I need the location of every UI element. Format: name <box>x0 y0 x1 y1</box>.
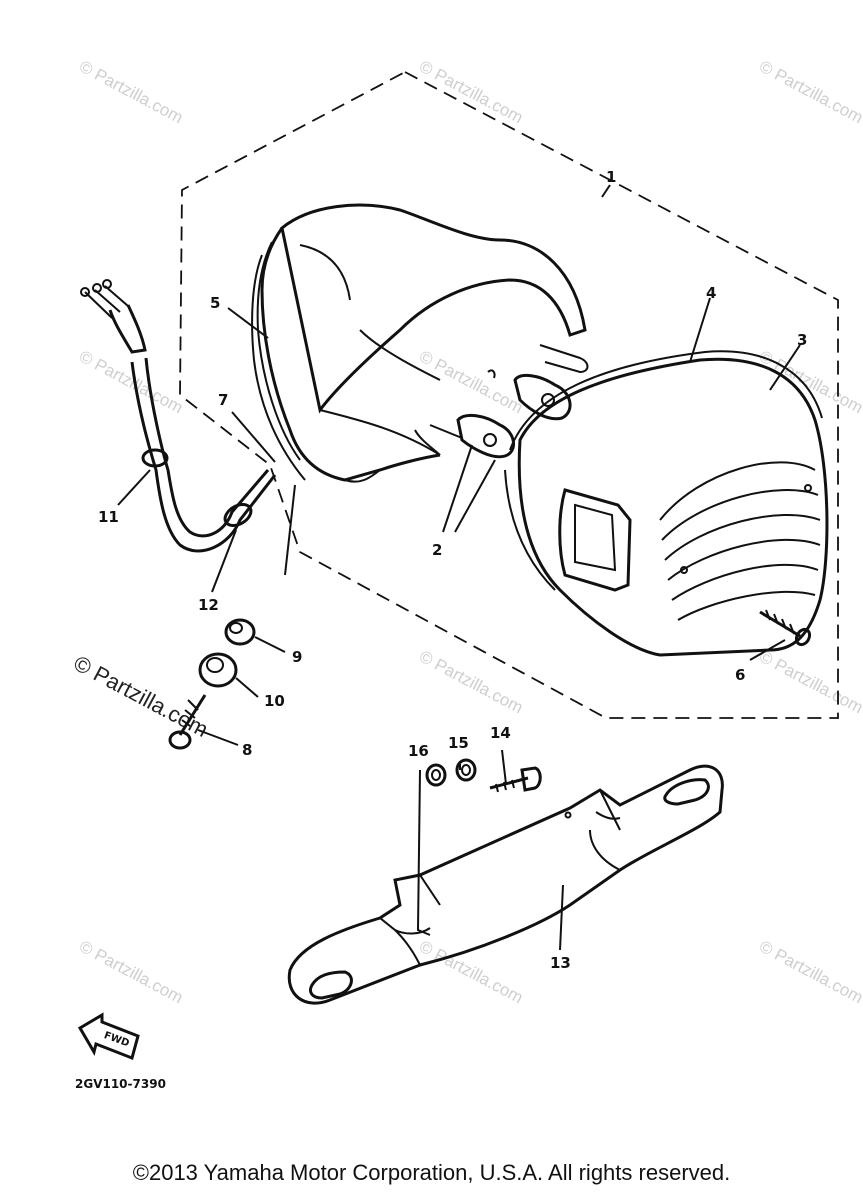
lens-assembly <box>504 350 829 657</box>
plate-hardware <box>425 758 542 793</box>
callout-16: 16 <box>408 742 429 760</box>
wire-harness <box>80 279 277 553</box>
watermark: © Partzilla.com <box>416 937 526 1008</box>
fwd-arrow-icon: FWD <box>77 1012 140 1061</box>
callout-15: 15 <box>448 734 469 752</box>
callout-5: 5 <box>210 294 220 312</box>
mounting-hardware <box>168 618 256 750</box>
callout-14: 14 <box>490 724 511 742</box>
callout-4: 4 <box>706 284 716 302</box>
callout-13: 13 <box>550 954 571 972</box>
watermark: © Partzilla.com <box>416 647 526 718</box>
watermark: © Partzilla.com <box>76 57 186 128</box>
license-bracket <box>287 764 724 1005</box>
copyright-notice: ©2013 Yamaha Motor Corporation, U.S.A. A… <box>132 1160 731 1185</box>
callout-8: 8 <box>242 741 252 759</box>
leader-lines <box>117 184 801 951</box>
watermark: © Partzilla.com <box>416 57 526 128</box>
callout-3: 3 <box>797 331 807 349</box>
watermark: © Partzilla.com <box>416 347 526 418</box>
watermark: © Partzilla.com <box>756 57 863 128</box>
callout-11: 11 <box>98 508 119 526</box>
watermark: © Partzilla.com <box>756 647 863 718</box>
callout-1: 1 <box>606 168 616 186</box>
callout-9: 9 <box>292 648 302 666</box>
callout-12: 12 <box>198 596 219 614</box>
diagram-code: 2GV110-7390 <box>75 1077 166 1091</box>
screw <box>759 609 812 647</box>
watermark-dark: © Partzilla.com <box>70 650 213 742</box>
watermark: © Partzilla.com <box>76 347 186 418</box>
lamp-housing <box>251 203 589 483</box>
watermark: © Partzilla.com <box>756 937 863 1008</box>
watermark: © Partzilla.com <box>76 937 186 1008</box>
callout-7: 7 <box>218 391 228 409</box>
callouts: 1 2 3 4 5 6 7 8 9 10 11 12 13 14 15 16 <box>98 168 807 972</box>
assembly-boundary <box>179 70 839 719</box>
callout-6: 6 <box>735 666 745 684</box>
callout-10: 10 <box>264 692 285 710</box>
callout-2: 2 <box>432 541 442 559</box>
